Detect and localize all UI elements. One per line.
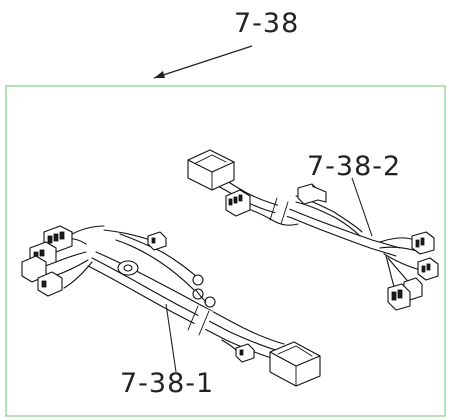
assembly-arrowhead	[154, 71, 165, 78]
harness-lower	[21, 225, 321, 387]
assembly-leader-line	[153, 45, 253, 79]
part-label-7-38-1: 7-38-1	[120, 368, 214, 399]
leader-line-7-38-2	[351, 177, 373, 237]
diagram-frame	[5, 85, 446, 417]
harness-upper	[187, 149, 439, 311]
assembly-label: 7-38	[234, 8, 299, 39]
leader-line-7-38-1	[165, 303, 177, 373]
part-label-7-38-2: 7-38-2	[307, 151, 401, 182]
